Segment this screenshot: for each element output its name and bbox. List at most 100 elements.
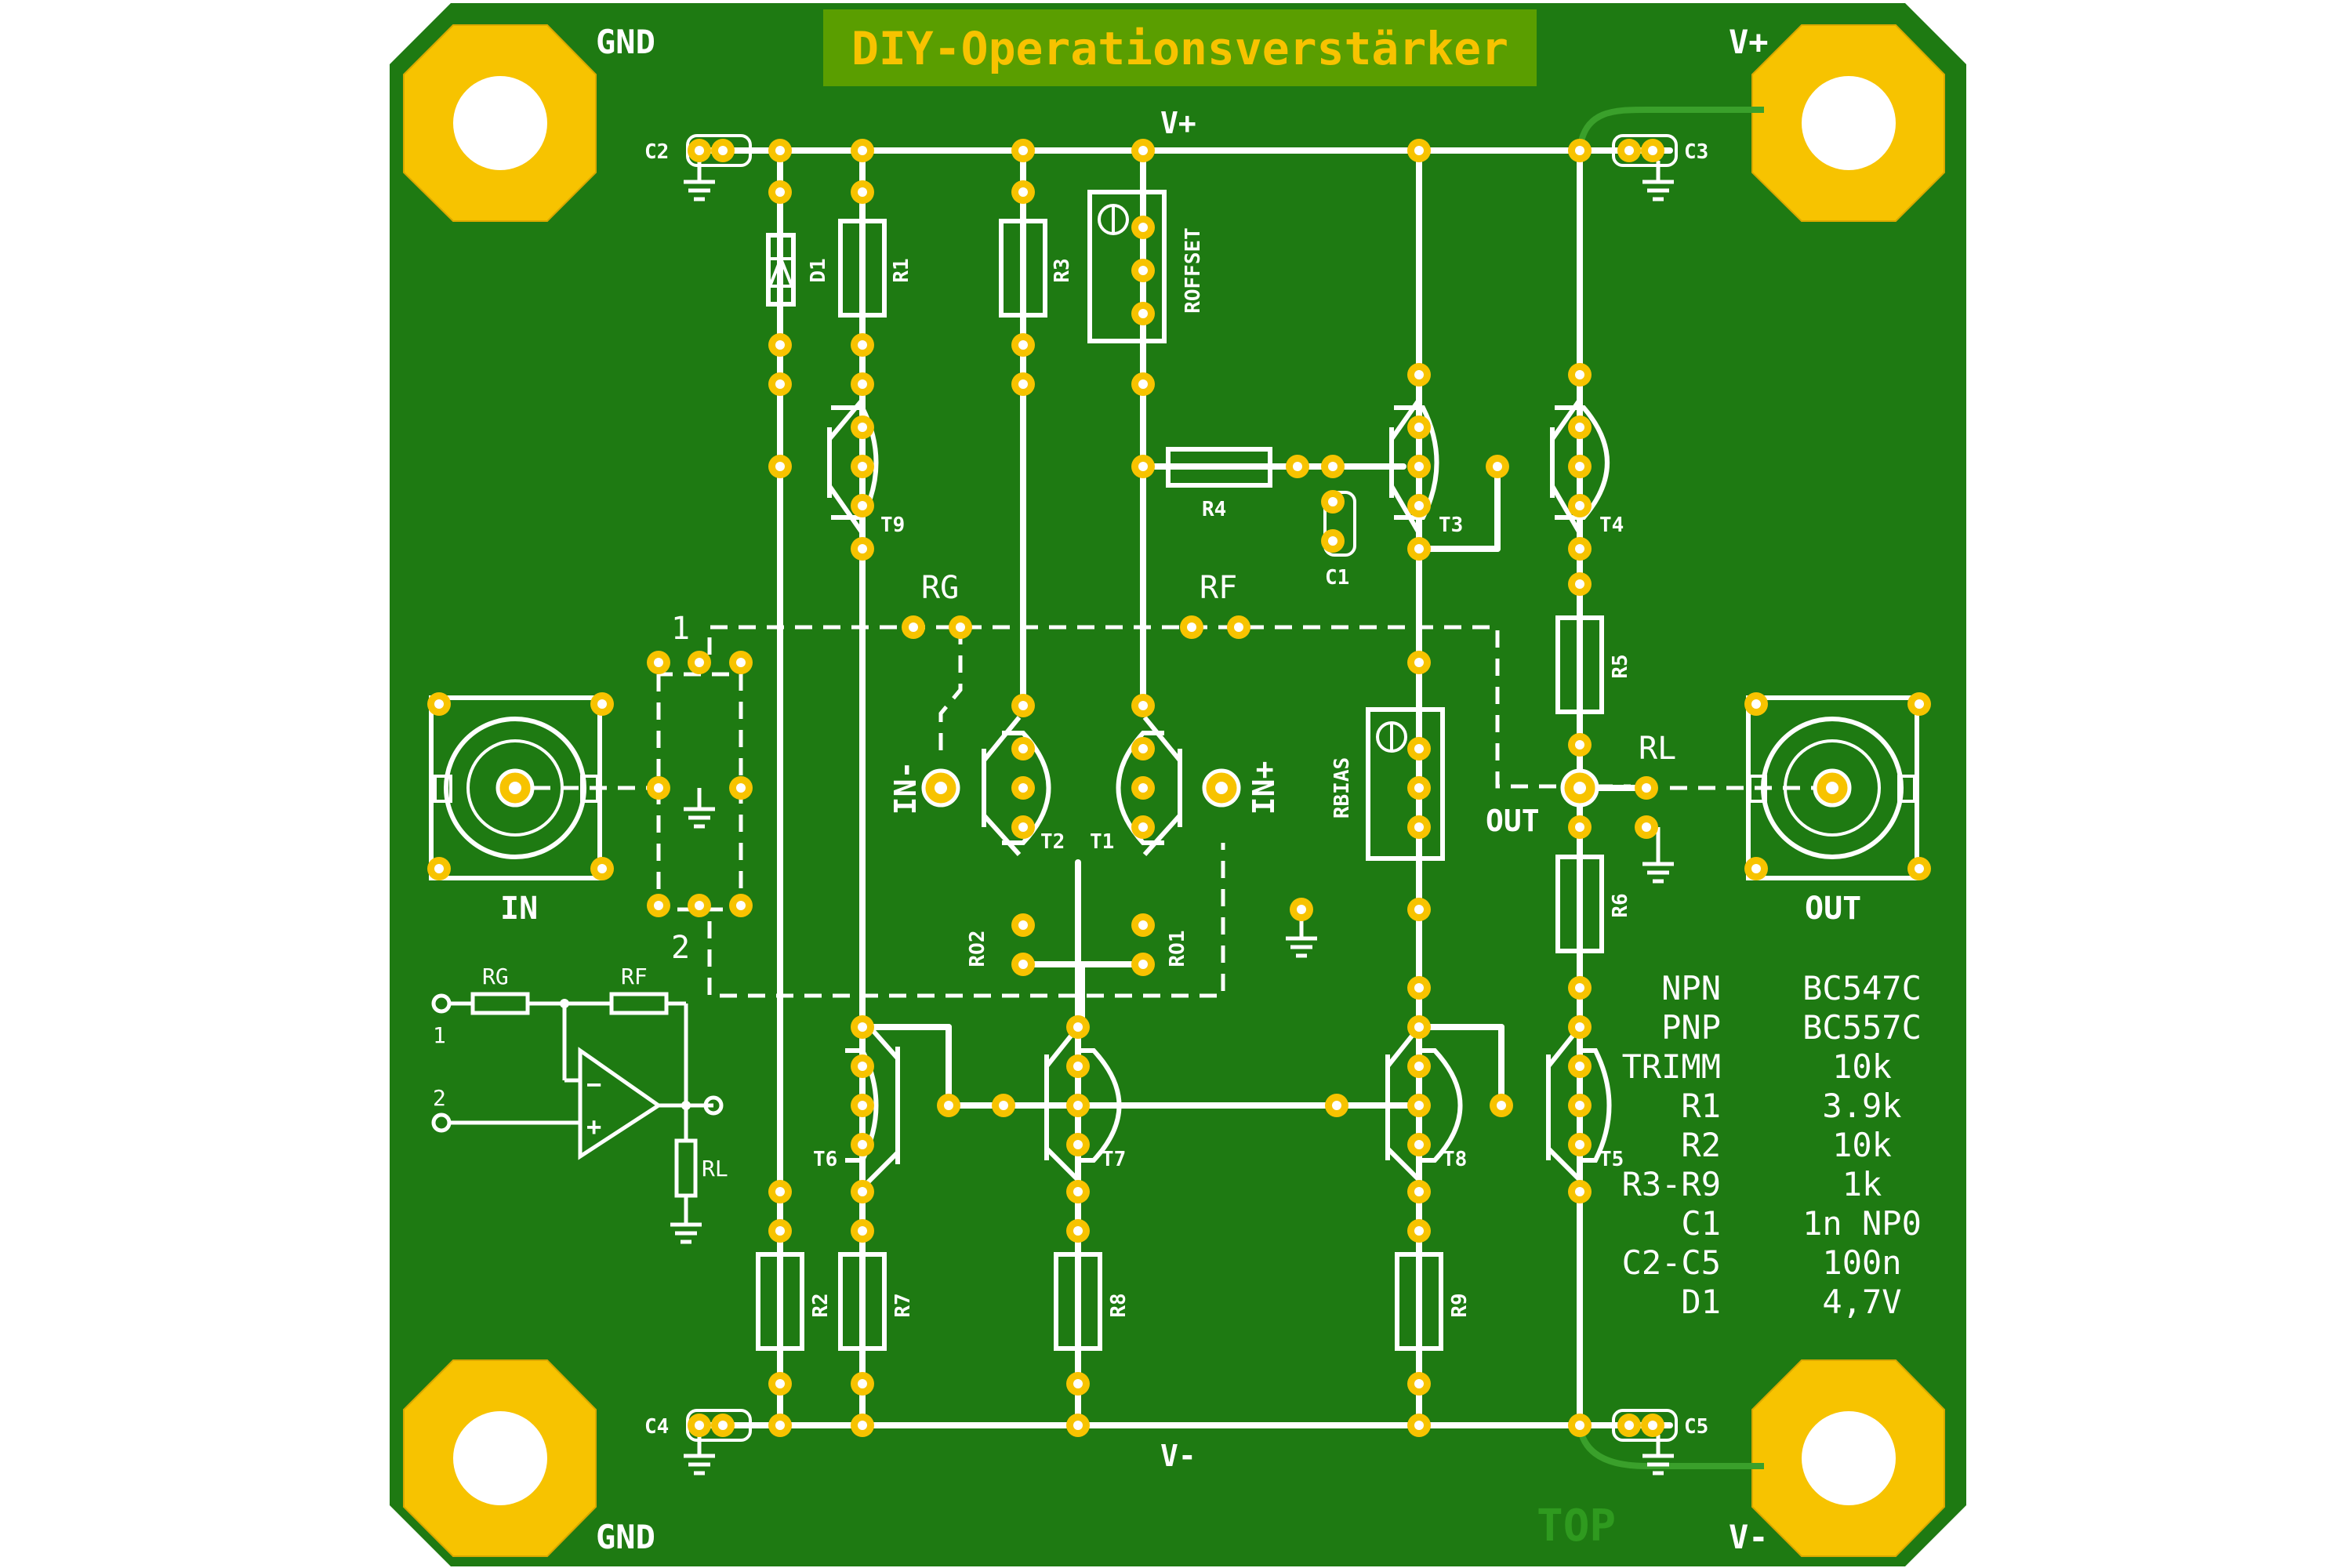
bnc-out [1746, 695, 1919, 880]
drill-hole [1575, 1421, 1584, 1430]
schematic-minus: − [586, 1069, 601, 1099]
drill-hole [858, 544, 867, 554]
mount-hole-br [1751, 1359, 1945, 1557]
label-t2: T2 [1040, 830, 1065, 854]
drill-hole [1575, 370, 1584, 379]
drill-hole [695, 658, 704, 667]
label-in-plus: IN+ [1247, 761, 1281, 815]
bnc-in [429, 695, 602, 880]
drill-hole [1414, 658, 1424, 667]
drill-hole [1138, 462, 1148, 471]
drill-hole [736, 658, 746, 667]
drill-hole [858, 1101, 867, 1110]
drill-hole [1073, 1140, 1083, 1149]
drill-hole [1414, 370, 1424, 379]
drill-hole [1414, 1421, 1424, 1430]
schematic-plus: + [586, 1112, 601, 1142]
drill-hole [1414, 983, 1424, 993]
label-r4: R4 [1202, 498, 1226, 521]
drill-hole [1215, 782, 1228, 794]
bom-part: R3-R9 [1622, 1165, 1721, 1203]
drill-hole [1414, 1226, 1424, 1236]
label-out-connector: OUT [1805, 891, 1861, 927]
drill-hole [858, 1140, 867, 1149]
label-rbias: RBIAS [1330, 757, 1354, 818]
drill-hole [775, 379, 785, 389]
trimmer-rbias [1366, 707, 1445, 861]
drill-hole [1642, 822, 1651, 832]
bom-part: PNP [1661, 1008, 1721, 1047]
label-vplus-rail: V+ [1160, 106, 1196, 140]
drill-hole [1575, 544, 1584, 554]
drill-hole [858, 1187, 867, 1196]
drill-hole [1624, 1421, 1634, 1430]
gnd-label-top: GND [596, 23, 655, 61]
label-t8: T8 [1443, 1148, 1467, 1171]
label-c3: C3 [1684, 140, 1708, 164]
drill-hole [1073, 1226, 1083, 1236]
drill-hole [597, 699, 607, 709]
drill-hole [935, 782, 947, 794]
label-ro2: RO2 [966, 931, 989, 967]
trimmer-roffset [1087, 190, 1167, 343]
mount-hole-tl [403, 24, 597, 222]
drill-hole [858, 1379, 867, 1388]
drill-hole [956, 622, 965, 632]
drill-hole [1138, 960, 1148, 969]
label-t4: T4 [1599, 514, 1624, 537]
drill-hole [695, 1421, 704, 1430]
drill-hole [1414, 1187, 1424, 1196]
label-c1: C1 [1325, 566, 1349, 590]
label-r9: R9 [1448, 1293, 1472, 1317]
drill-hole [1497, 1101, 1506, 1110]
schematic-pin1: 1 [433, 1022, 446, 1048]
drill-hole [1328, 462, 1338, 471]
drill-hole [1915, 864, 1924, 873]
bom-value: BC557C [1802, 1008, 1922, 1047]
drill-hole [509, 782, 521, 794]
label-pin1: 1 [671, 611, 690, 647]
drill-hole [1648, 146, 1657, 155]
drill-hole [1414, 1101, 1424, 1110]
bom-part: R2 [1681, 1126, 1721, 1164]
label-r2: R2 [809, 1293, 833, 1317]
label-t5: T5 [1599, 1148, 1624, 1171]
drill-hole [1138, 266, 1148, 275]
drill-hole [1138, 783, 1148, 793]
gnd-label-bottom: GND [596, 1518, 655, 1556]
drill-hole [858, 1022, 867, 1032]
resistor-r4 [1166, 447, 1272, 488]
drill-hole [654, 901, 663, 910]
drill-hole [718, 146, 728, 155]
drill-hole [1751, 699, 1761, 709]
drill-hole [1018, 701, 1028, 710]
drill-hole [1575, 1187, 1584, 1196]
schematic-rl-label: RL [702, 1156, 728, 1181]
drill-hole [1648, 1421, 1657, 1430]
drill-hole [434, 699, 444, 709]
drill-hole [434, 864, 444, 873]
drill-hole [1575, 1101, 1584, 1110]
drill-hole [1018, 960, 1028, 969]
drill-hole [654, 783, 663, 793]
drill-hole [1328, 497, 1338, 506]
drill-hole [1414, 1062, 1424, 1071]
drill-hole [1414, 544, 1424, 554]
drill-hole [858, 1062, 867, 1071]
drill-hole [775, 187, 785, 197]
drill-hole [1297, 905, 1306, 914]
resistor-r1 [838, 219, 887, 318]
drill-hole [1414, 905, 1424, 914]
transistor-outlines [827, 398, 1612, 1186]
mount-hole-bl [403, 1359, 597, 1557]
drill-hole [695, 146, 704, 155]
drill-hole [1575, 462, 1584, 471]
drill-hole [858, 423, 867, 432]
bom-value: 10k [1832, 1047, 1892, 1086]
drill-hole [1332, 1101, 1341, 1110]
label-t3: T3 [1439, 514, 1463, 537]
drill-hole [999, 1101, 1008, 1110]
drill-hole [1642, 783, 1651, 793]
drill-hole [736, 783, 746, 793]
